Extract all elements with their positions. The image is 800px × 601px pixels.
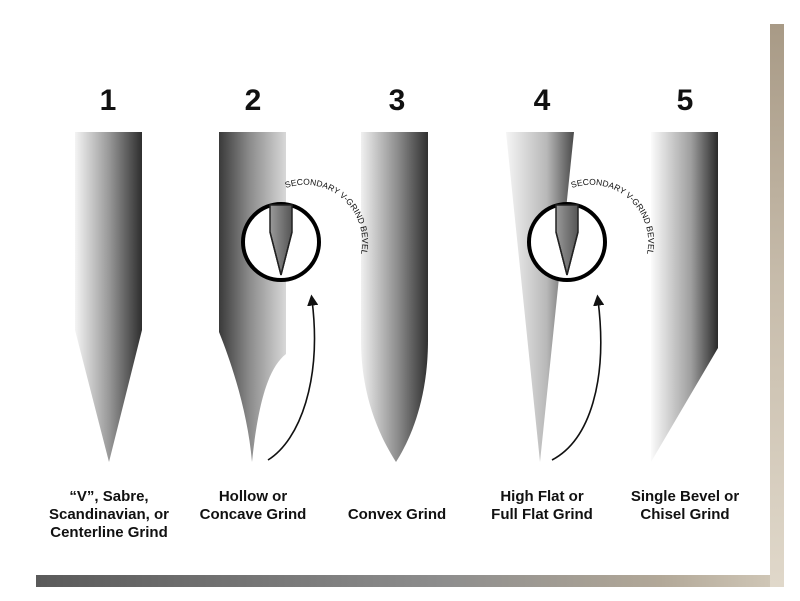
grind-number-4: 4 — [533, 84, 551, 117]
grind-number-1: 1 — [99, 84, 117, 117]
hollow-grind-inset — [241, 202, 321, 282]
grind-caption-4: High Flat or Full Flat Grind — [491, 488, 593, 523]
hollow-grind-blade — [219, 132, 286, 462]
hollow-grind-arrow — [267, 294, 319, 461]
v-grind-blade — [75, 132, 142, 462]
flat-grind-arrow — [551, 294, 605, 461]
flat-grind-inset — [527, 202, 607, 282]
grind-caption-2: Hollow or Concave Grind — [199, 488, 307, 523]
flat-grind-blade — [506, 132, 574, 462]
bottom-frame-bar — [36, 575, 770, 587]
grind-number-5: 5 — [676, 84, 694, 117]
grind-number-2: 2 — [244, 84, 262, 117]
grind-number-3: 3 — [388, 84, 406, 117]
convex-grind-blade — [361, 132, 428, 462]
chisel-grind-blade — [651, 132, 718, 462]
grind-caption-5: Single Bevel or Chisel Grind — [630, 488, 740, 523]
grind-caption-3: Convex Grind — [347, 506, 447, 523]
right-frame-bar — [770, 24, 784, 587]
grind-caption-1: “V”, Sabre, Scandinavian, or Centerline … — [48, 488, 170, 541]
